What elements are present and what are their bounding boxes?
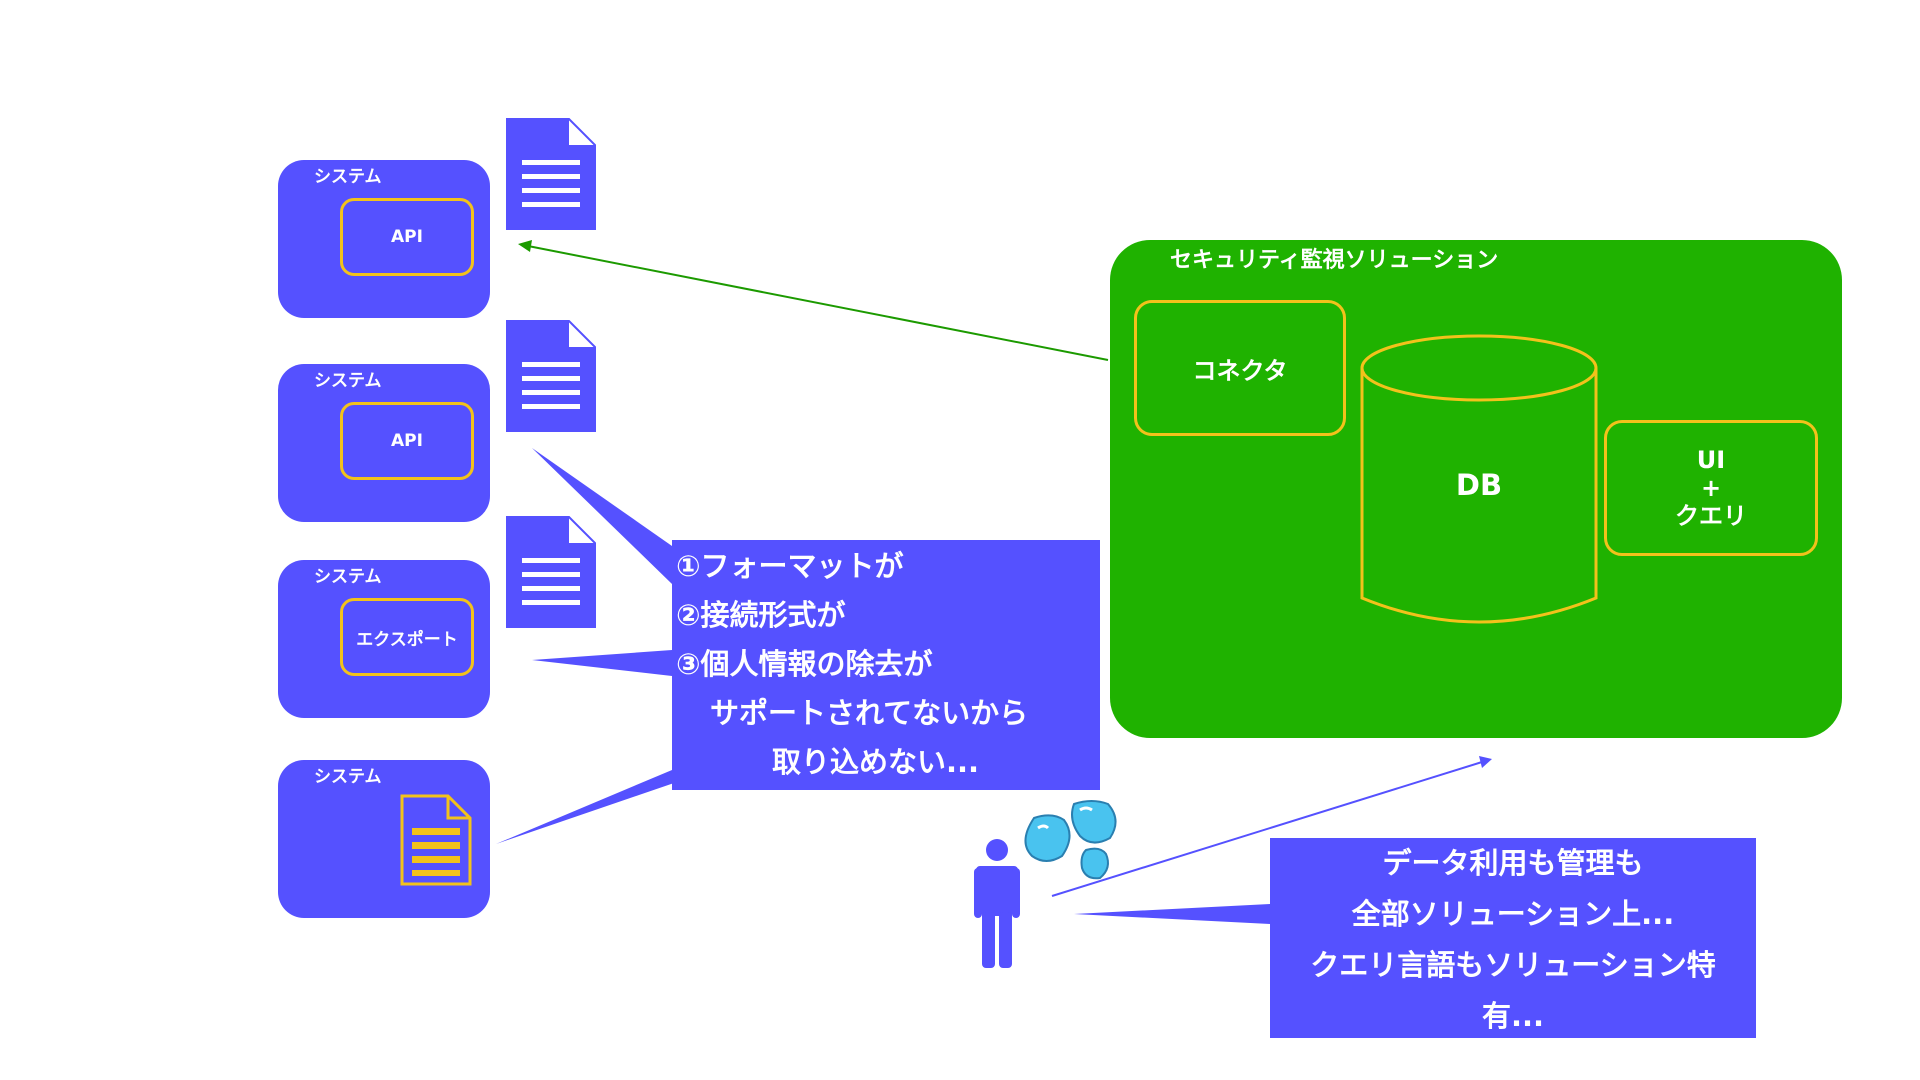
api-arrow-head (518, 240, 532, 252)
system-box-api-1: システム API (278, 160, 490, 318)
callout-pointer-1 (532, 448, 672, 584)
callout-line: サポートされてないから (710, 696, 1029, 730)
callout-pointer-2 (532, 650, 672, 676)
document-icon (506, 516, 596, 628)
callout-lockin: データ利用も管理も 全部ソリューション上... クエリ言語もソリューション特 有… (1270, 838, 1756, 1038)
callout-line: ①フォーマットが (676, 549, 904, 583)
db-label: DB (1455, 468, 1503, 502)
user-arrow-line (1051, 761, 1483, 897)
export-box: エクスポート (340, 598, 474, 676)
api-arrow-line (527, 245, 1109, 361)
callout-line: クエリ言語もソリューション特 (1310, 948, 1716, 982)
callout-unsupported: ①フォーマットが ②接続形式が ③個人情報の除去が サポートされてないから 取り… (672, 540, 1100, 790)
system-label: システム (314, 371, 382, 391)
callout-line: ③個人情報の除去が (676, 647, 933, 681)
callout-pointer-3 (496, 770, 712, 844)
query-label: クエリ (1675, 502, 1747, 530)
document-icon (506, 320, 596, 432)
system-label: システム (314, 767, 382, 787)
person-icon (974, 839, 1020, 968)
callout-line: データ利用も管理も (1382, 846, 1644, 880)
database-icon (1360, 334, 1598, 624)
system-label: システム (314, 167, 382, 187)
system-box-api-2: システム API (278, 364, 490, 522)
ui-label: UI (1696, 446, 1726, 474)
user-arrow-head (1479, 756, 1492, 768)
file-icon (400, 794, 472, 886)
api-box: API (340, 198, 474, 276)
user-callout-pointer (1074, 904, 1270, 924)
connector-box: コネクタ (1134, 300, 1346, 436)
callout-line: 取り込めない... (772, 745, 980, 779)
callout-line: ②接続形式が (676, 598, 846, 632)
api-box: API (340, 402, 474, 480)
security-solution-box: セキュリティ監視ソリューション コネクタ DB UI + クエリ (1110, 240, 1842, 738)
ui-query-box: UI + クエリ (1604, 420, 1818, 556)
solution-title: セキュリティ監視ソリューション (1170, 248, 1499, 273)
system-box-export: システム エクスポート (278, 560, 490, 718)
system-box-file: システム (278, 760, 490, 918)
callout-line: 有... (1481, 999, 1545, 1033)
document-icon (506, 118, 596, 230)
plus-label: + (1700, 474, 1722, 502)
sweat-drops-icon (1024, 800, 1117, 880)
system-label: システム (314, 567, 382, 587)
callout-line: 全部ソリューション上... (1351, 897, 1675, 931)
